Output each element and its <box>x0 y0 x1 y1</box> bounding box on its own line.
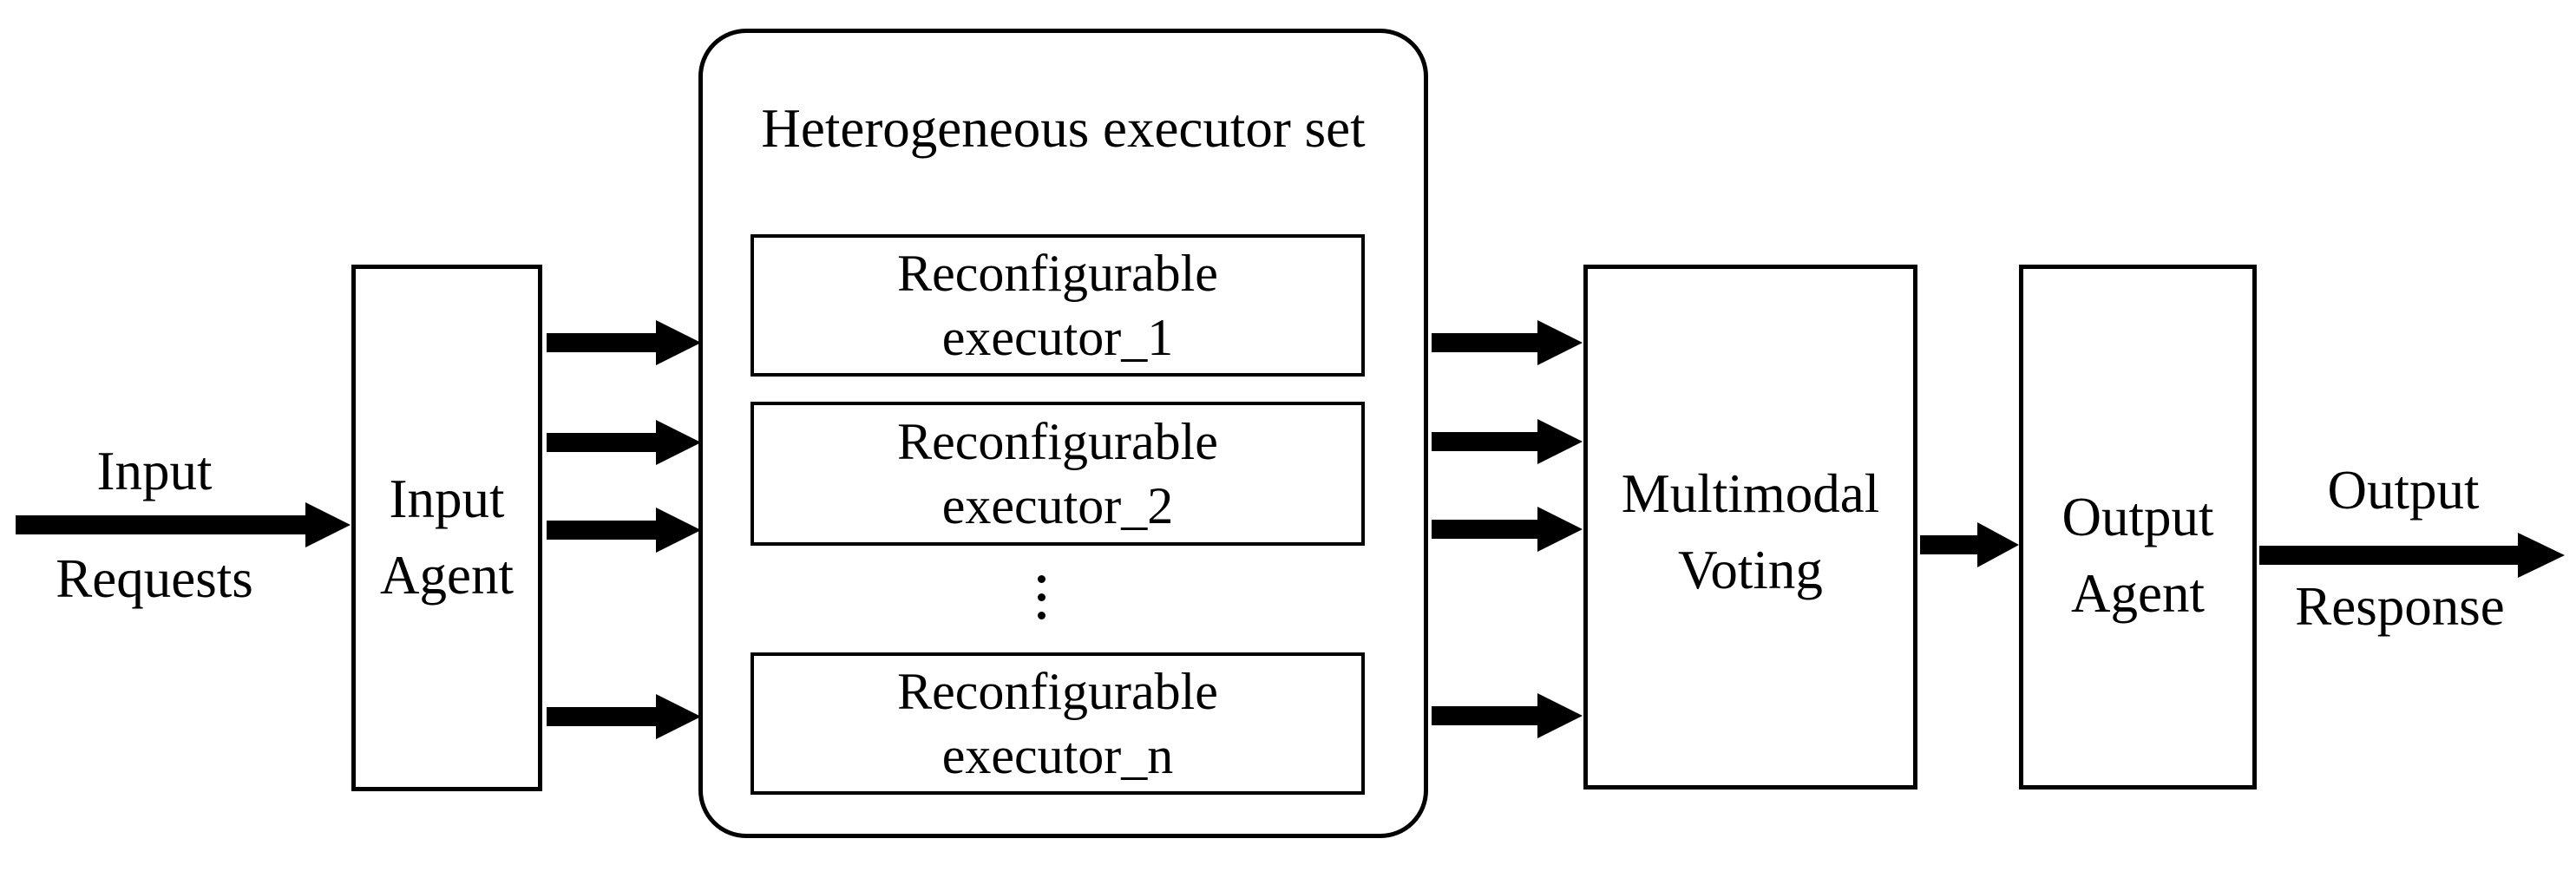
executor-n-label-line2: executor_n <box>941 727 1174 784</box>
ellipsis-dot <box>1038 593 1045 601</box>
arrow-shaft <box>1432 333 1537 352</box>
arrow-head-icon <box>1537 693 1583 738</box>
arrow-head-icon <box>656 694 701 739</box>
arrow-shaft <box>547 333 656 352</box>
executor-1-label-line1: Reconfigurable <box>897 245 1218 302</box>
reconfigurable-executor-n-box: Reconfigurable executor_n <box>751 652 1365 795</box>
arrow-head-icon <box>1977 522 2019 567</box>
executor-2-label-line1: Reconfigurable <box>897 413 1218 470</box>
executor-n-label-line1: Reconfigurable <box>897 663 1218 720</box>
input-flow-label-top: Input <box>96 441 213 501</box>
arrow-shaft <box>547 433 656 452</box>
arrow-head-icon <box>656 320 701 365</box>
arrow-shaft <box>16 515 305 534</box>
arrow-head-icon <box>1537 419 1583 464</box>
reconfigurable-executor-1-box: Reconfigurable executor_1 <box>751 234 1365 377</box>
output-agent-label-line2: Agent <box>2071 562 2205 624</box>
multimodal-voting-box: Multimodal Voting <box>1583 265 1917 790</box>
arrow-head-icon <box>656 508 701 553</box>
output-flow-label-bottom: Response <box>2295 576 2505 637</box>
arrow-shaft <box>1920 535 1981 554</box>
input-agent-label-line2: Agent <box>380 544 514 606</box>
arrow-shaft <box>1432 432 1537 451</box>
arrow-shaft <box>2259 546 2518 565</box>
executor-set-title: Heterogeneous executor set <box>761 98 1366 159</box>
reconfigurable-executor-2-box: Reconfigurable executor_2 <box>751 402 1365 546</box>
arrow-head-icon <box>305 502 351 547</box>
multimodal-voting-label-line1: Multimodal <box>1621 462 1880 524</box>
output-agent-box: Output Agent <box>2019 265 2257 790</box>
input-agent-label-line1: Input <box>389 468 505 529</box>
arrow-shaft <box>1432 520 1537 539</box>
output-flow-label-top: Output <box>2327 460 2480 521</box>
output-agent-label-line1: Output <box>2061 486 2214 547</box>
arrow-head-icon <box>656 420 701 465</box>
arrow-shaft <box>1432 706 1537 725</box>
arrow-head-icon <box>1537 320 1583 365</box>
ellipsis-dot <box>1038 612 1045 619</box>
ellipsis-dot <box>1038 575 1045 583</box>
arrow-shaft <box>547 707 656 726</box>
executor-2-label-line2: executor_2 <box>941 477 1174 534</box>
executor-1-label-line2: executor_1 <box>941 309 1174 366</box>
arrow-head-icon <box>2518 533 2565 578</box>
multimodal-voting-label-line2: Voting <box>1678 539 1823 600</box>
arrow-shaft <box>547 521 656 540</box>
arrow-head-icon <box>1537 507 1583 552</box>
input-flow-label-bottom: Requests <box>56 548 253 609</box>
input-agent-box: Input Agent <box>351 265 542 791</box>
